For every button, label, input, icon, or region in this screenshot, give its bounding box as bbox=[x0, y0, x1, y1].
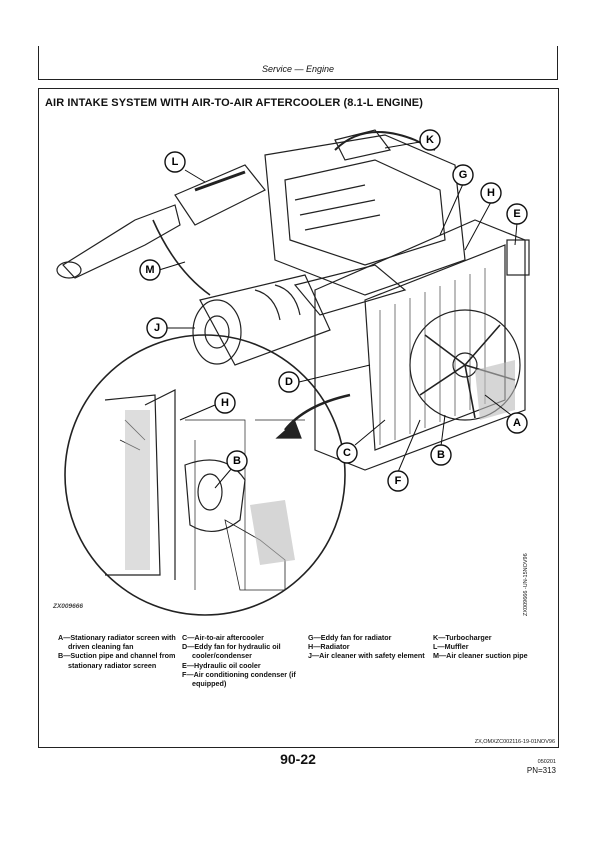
svg-text:H: H bbox=[221, 397, 229, 409]
header-frame-right bbox=[557, 46, 558, 79]
callout-L: L bbox=[164, 151, 206, 183]
callout-M: M bbox=[139, 259, 186, 281]
header-frame-left bbox=[38, 46, 39, 79]
svg-text:L: L bbox=[172, 156, 179, 168]
date-code: 050201 bbox=[537, 759, 556, 765]
page-number: 90-22 bbox=[280, 751, 316, 767]
legend-item: B—Suction pipe and channel from stationa… bbox=[58, 651, 176, 670]
legend-item: H—Radiator bbox=[308, 642, 350, 652]
callout-G: G bbox=[439, 164, 474, 236]
callout-K: K bbox=[384, 129, 441, 151]
legend-item: G—Eddy fan for radiator bbox=[308, 633, 392, 642]
legend-item: L—Muffler bbox=[433, 642, 469, 652]
air-cleaner bbox=[199, 274, 331, 366]
running-header: Service — Engine bbox=[261, 64, 335, 74]
legend-item: A—Stationary radiator screen with driven… bbox=[58, 633, 176, 652]
detail-magnifier bbox=[64, 334, 346, 616]
callout-J: J bbox=[146, 317, 195, 339]
callout-D: D bbox=[278, 364, 371, 393]
legend-column-2: C—Air-to-air aftercooler D—Eddy fan for … bbox=[182, 633, 300, 688]
radiator-frame bbox=[314, 219, 526, 471]
legend-column-3: G—Eddy fan for radiator H—Radiator J—Air… bbox=[308, 633, 426, 661]
document-code: ZX,OMXZC002116-19-01NOV96 bbox=[474, 739, 555, 745]
callout-F: F bbox=[387, 419, 421, 492]
suction-pipe bbox=[152, 219, 211, 296]
legend-item: E—Hydraulic oil cooler bbox=[182, 660, 261, 670]
figure-side-id: ZX009666 -UN-15NOV96 bbox=[523, 553, 529, 616]
exhaust-tip bbox=[56, 261, 82, 279]
engine-block bbox=[264, 134, 466, 296]
cleaning-fan bbox=[409, 309, 521, 421]
legend-item: M—Air cleaner suction pipe bbox=[433, 651, 528, 661]
callout-E: E bbox=[506, 203, 528, 246]
header-rule bbox=[38, 79, 558, 80]
exhaust-pipe bbox=[62, 204, 181, 279]
svg-text:B: B bbox=[233, 455, 241, 467]
muffler-body bbox=[174, 164, 266, 226]
legend-item: C—Air-to-air aftercooler bbox=[182, 633, 264, 642]
svg-text:M: M bbox=[145, 264, 154, 276]
engine-illustration: L M J K G H E D A B C F bbox=[56, 129, 530, 616]
content-box bbox=[38, 88, 559, 748]
callout-H: H bbox=[464, 182, 502, 251]
figure-id: ZX009666 bbox=[53, 603, 83, 610]
svg-text:F: F bbox=[395, 475, 402, 487]
callout-C: C bbox=[336, 419, 386, 464]
svg-text:H: H bbox=[487, 187, 495, 199]
pn-number: PN=313 bbox=[526, 766, 556, 775]
intake-pipe bbox=[293, 264, 407, 316]
svg-text:A: A bbox=[513, 417, 521, 429]
svg-text:E: E bbox=[513, 208, 520, 220]
legend-item: D—Eddy fan for hydraulic oil cooler/cond… bbox=[182, 642, 281, 661]
callout-A: A bbox=[484, 394, 528, 434]
svg-text:B: B bbox=[437, 449, 445, 461]
legend-column-1: A—Stationary radiator screen with driven… bbox=[58, 633, 176, 670]
svg-text:G: G bbox=[459, 169, 468, 181]
section-title: AIR INTAKE SYSTEM WITH AIR-TO-AIR AFTERC… bbox=[45, 97, 423, 109]
callout-H-detail: H bbox=[179, 392, 236, 421]
svg-text:J: J bbox=[154, 322, 160, 334]
callout-B-detail: B bbox=[214, 450, 248, 489]
hydraulic-oil-cooler-fig bbox=[506, 239, 530, 276]
svg-text:K: K bbox=[426, 134, 434, 146]
callout-B: B bbox=[430, 414, 452, 466]
legend-item: F—Air conditioning condenser (if equippe… bbox=[182, 669, 296, 689]
detail-arrow bbox=[284, 393, 351, 431]
legend-column-4: K—Turbocharger L—Muffler M—Air cleaner s… bbox=[433, 633, 551, 661]
turbo-pipe bbox=[334, 131, 436, 151]
svg-text:C: C bbox=[343, 447, 351, 459]
legend-item: J—Air cleaner with safety element bbox=[308, 651, 425, 661]
svg-text:D: D bbox=[285, 376, 293, 388]
legend-item: K—Turbocharger bbox=[433, 633, 492, 642]
